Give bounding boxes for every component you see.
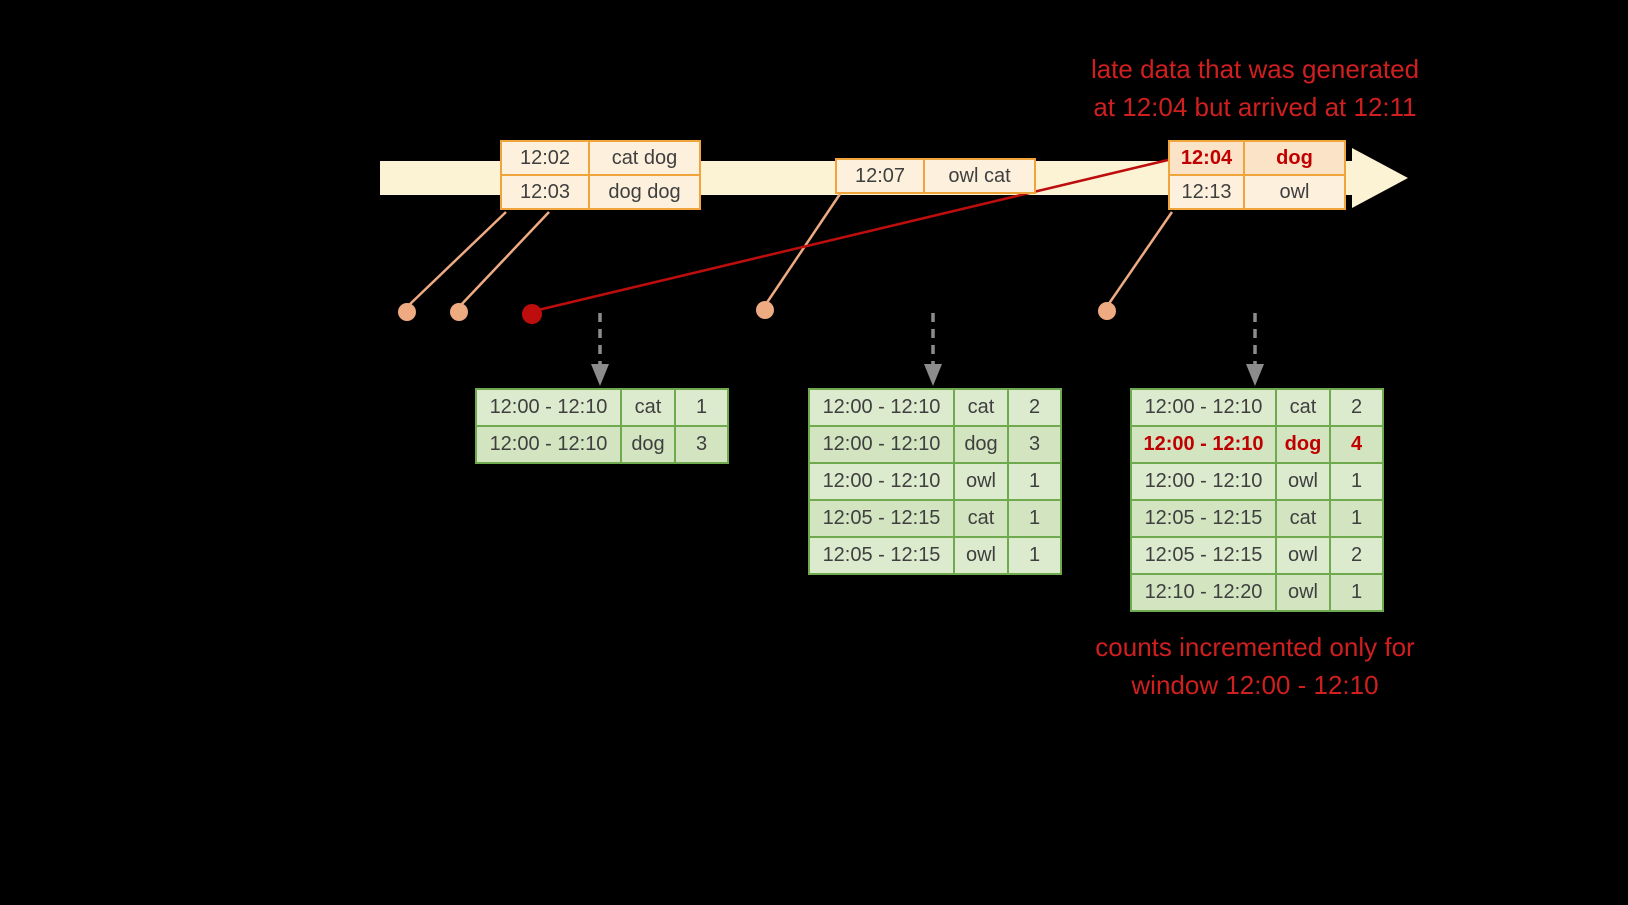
result-word: cat: [955, 501, 1007, 536]
result-word: cat: [622, 390, 674, 425]
result-word: owl: [1277, 575, 1329, 610]
result-window: 12:00 - 12:10: [810, 390, 953, 425]
result-word: owl: [955, 538, 1007, 573]
trigger-arrow: [1246, 313, 1264, 386]
event-time: 12:13: [1170, 176, 1243, 208]
result-window: 12:00 - 12:10: [477, 390, 620, 425]
result-count: 1: [1009, 538, 1060, 573]
result-window: 12:00 - 12:10: [810, 427, 953, 462]
result-word: owl: [1277, 464, 1329, 499]
late-event-dot: [522, 304, 542, 324]
result-window: 12:00 - 12:10: [1132, 427, 1275, 462]
result-count: 4: [1331, 427, 1382, 462]
event-words: dog dog: [590, 176, 699, 208]
result-count: 1: [1331, 575, 1382, 610]
result-word: cat: [1277, 390, 1329, 425]
result-word: cat: [955, 390, 1007, 425]
result-count: 1: [676, 390, 727, 425]
late-data-annotation-line2: at 12:04 but arrived at 12:11: [1093, 92, 1417, 122]
counts-annotation: counts incremented only for window 12:00…: [1035, 628, 1475, 704]
event-connector-line: [764, 193, 842, 305]
result-count: 1: [1331, 464, 1382, 499]
event-words: owl: [1245, 176, 1344, 208]
result-count: 2: [1331, 538, 1382, 573]
late-data-annotation-line1: late data that was generated: [1090, 54, 1420, 84]
result-word: cat: [1277, 501, 1329, 536]
result-word: owl: [955, 464, 1007, 499]
result-count: 2: [1009, 390, 1060, 425]
event-dot: [398, 303, 416, 321]
counts-annotation-line1: counts incremented only for: [1095, 632, 1415, 662]
event-time: 12:03: [502, 176, 588, 208]
result-count: 1: [1331, 501, 1382, 536]
late-data-annotation: late data that was generated at 12:04 bu…: [1035, 50, 1475, 126]
result-window: 12:05 - 12:15: [1132, 538, 1275, 573]
event-connector-line: [1106, 211, 1174, 306]
result-word: dog: [622, 427, 674, 462]
event-connector-line: [407, 211, 507, 307]
event-words: owl cat: [925, 160, 1034, 192]
event-time: 12:02: [502, 142, 588, 174]
result-word: dog: [1277, 427, 1329, 462]
event-connector-line: [459, 211, 550, 307]
event-words: dog: [1245, 142, 1344, 174]
result-word: owl: [1277, 538, 1329, 573]
result-window: 12:05 - 12:15: [810, 501, 953, 536]
result-window: 12:10 - 12:20: [1132, 575, 1275, 610]
result-count: 3: [1009, 427, 1060, 462]
event-dot: [1098, 302, 1116, 320]
event-time: 12:07: [837, 160, 923, 192]
event-words: cat dog: [590, 142, 699, 174]
result-window: 12:00 - 12:10: [1132, 390, 1275, 425]
result-count: 2: [1331, 390, 1382, 425]
event-time: 12:04: [1170, 142, 1243, 174]
result-word: dog: [955, 427, 1007, 462]
event-dot: [756, 301, 774, 319]
trigger-arrow: [591, 313, 609, 386]
result-count: 1: [1009, 501, 1060, 536]
result-count: 1: [1009, 464, 1060, 499]
trigger-arrow: [924, 313, 942, 386]
result-window: 12:05 - 12:15: [1132, 501, 1275, 536]
event-dot: [450, 303, 468, 321]
late-data-line: [533, 158, 1169, 313]
result-window: 12:00 - 12:10: [477, 427, 620, 462]
result-window: 12:05 - 12:15: [810, 538, 953, 573]
result-window: 12:00 - 12:10: [810, 464, 953, 499]
result-window: 12:00 - 12:10: [1132, 464, 1275, 499]
counts-annotation-line2: window 12:00 - 12:10: [1131, 670, 1379, 700]
result-count: 3: [676, 427, 727, 462]
